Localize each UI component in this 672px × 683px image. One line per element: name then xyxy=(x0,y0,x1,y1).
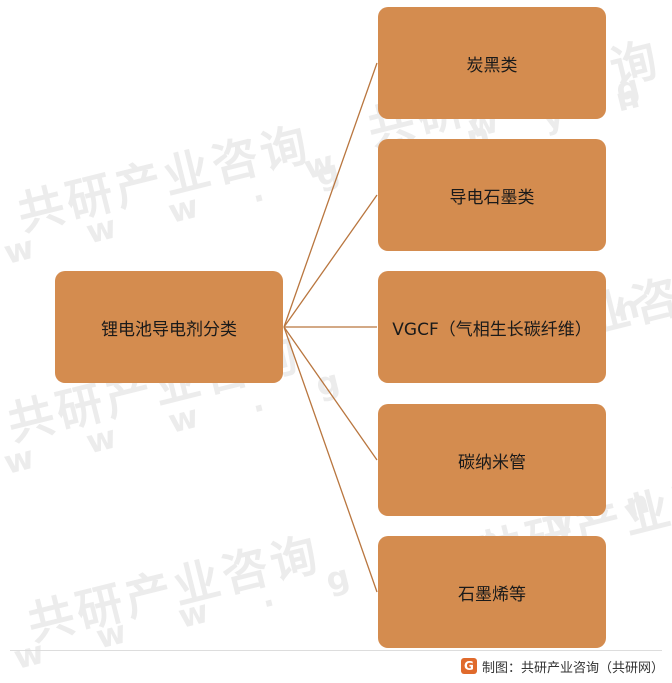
leaf-node-label: 导电石墨类 xyxy=(449,187,535,208)
connector-line xyxy=(283,194,378,328)
connector-line xyxy=(283,326,378,593)
footer-divider xyxy=(10,650,662,651)
root-node: 锂电池导电剂分类 xyxy=(55,271,283,383)
source-credit: G 制图：共研产业咨询（共研网） xyxy=(460,656,664,676)
leaf-node-label: 碳纳米管 xyxy=(458,452,526,473)
credit-text: 制图：共研产业咨询（共研网） xyxy=(481,660,664,676)
leaf-node-conductive-graphite: 导电石墨类 xyxy=(378,139,606,251)
leaf-node-vgcf: VGCF（气相生长碳纤维） xyxy=(378,271,606,383)
connector-line xyxy=(283,326,378,461)
gonyn-logo-icon: G xyxy=(460,658,477,674)
leaf-node-label: 石墨烯等 xyxy=(458,584,526,605)
leaf-node-label: 炭黑类 xyxy=(466,55,518,76)
leaf-node-carbon-nanotube: 碳纳米管 xyxy=(378,404,606,516)
leaf-node-graphene: 石墨烯等 xyxy=(378,536,606,648)
connector-line xyxy=(283,62,378,328)
root-node-label: 锂电池导电剂分类 xyxy=(101,319,237,340)
leaf-node-carbon-black: 炭黑类 xyxy=(378,7,606,119)
leaf-node-label: VGCF（气相生长碳纤维） xyxy=(392,319,592,340)
